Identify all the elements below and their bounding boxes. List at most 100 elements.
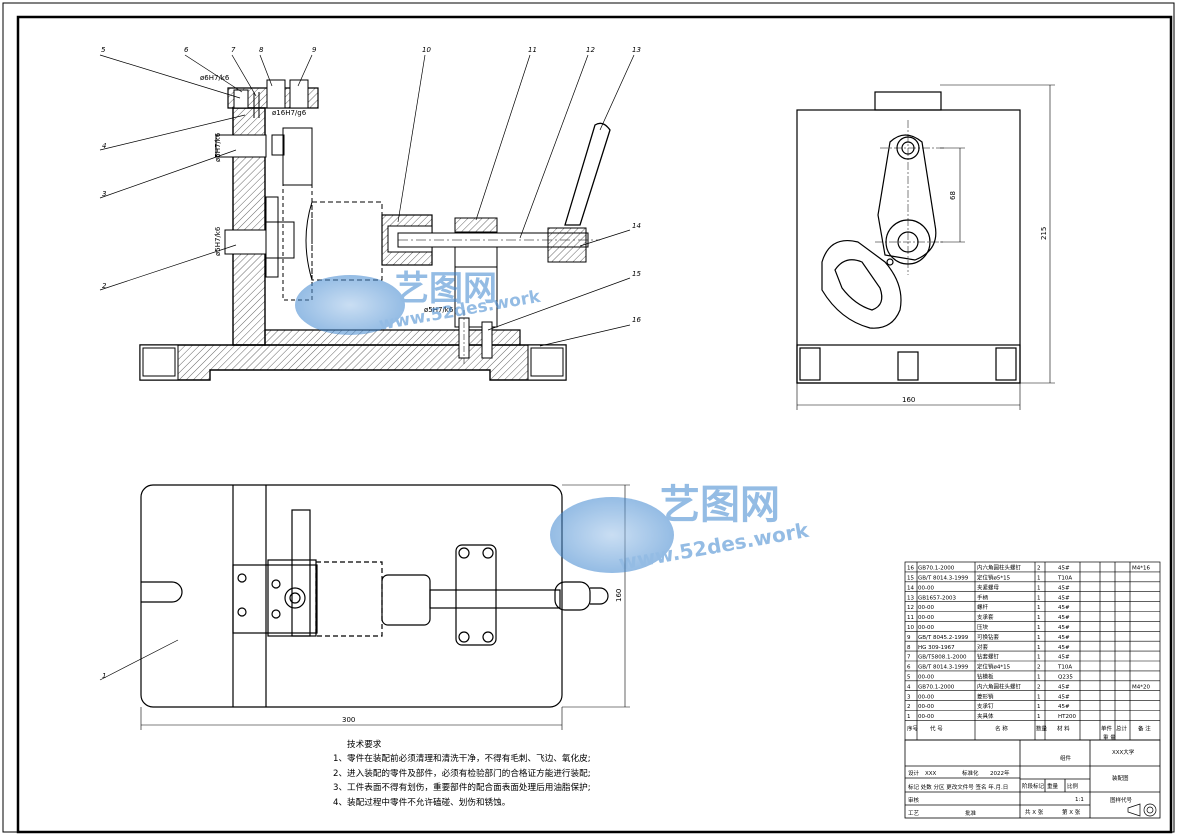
callout-5: 5	[101, 46, 106, 54]
bom-cell-no: 10	[907, 625, 914, 631]
bom-cell-name: 定位销ø4*15	[977, 663, 1011, 671]
front-section-view	[139, 79, 611, 381]
bom-cell-qty: 1	[1037, 595, 1041, 601]
bom-cell-code: GB1657-2003	[918, 595, 957, 601]
fit-annotations: ø6H7/k6 ø16H7/g6 ø5H7/k6 ø5H7/k6 ø5H7/k6	[200, 74, 454, 314]
bom-header-no: 序号	[907, 724, 919, 732]
tb-process: 工艺	[908, 810, 920, 817]
bom-cell-qty: 1	[1037, 675, 1041, 681]
bom-cell-no: 12	[907, 605, 914, 611]
bom-cell-mat: 45#	[1058, 694, 1070, 700]
callout-8: 8	[259, 46, 264, 54]
bom-cell-no: 9	[907, 635, 911, 641]
bom-header-mat: 材 料	[1057, 724, 1070, 732]
bom-cell-name: 夹具体	[977, 712, 994, 720]
bom-cell-no: 14	[907, 585, 914, 591]
bom-header-code: 代 号	[930, 724, 943, 732]
bom-cell-qty: 1	[1037, 576, 1041, 582]
side-dimensions: 68 215 160	[902, 191, 1048, 404]
bom-cell-no: 11	[907, 615, 914, 621]
bom-cell-no: 5	[907, 675, 911, 681]
bom-cell-code: 00-00	[918, 704, 934, 710]
bom-header-weight: 重 量	[1103, 733, 1116, 741]
callout-6: 6	[184, 46, 189, 54]
tb-std-date: 2022年	[990, 769, 1010, 777]
tb-school: XXX大学	[1112, 748, 1135, 756]
bom-header-note: 备 注	[1138, 724, 1151, 732]
tb-stage: 阶段标记	[1022, 782, 1045, 790]
plan-dimensions: 300 160	[342, 589, 623, 724]
bom-cell-mat: 45#	[1058, 704, 1070, 710]
callout-numbers: 5 4 3 2 1 6 7 8 9 10 11 12 13 14 15 16	[101, 46, 641, 680]
bom-cell-no: 15	[907, 576, 914, 582]
bom-cell-mat: 45#	[1058, 566, 1070, 572]
technical-requirements: 技术要求 1、零件在装配前必须清理和清洗干净，不得有毛刺、飞边、氧化皮; 2、进…	[333, 738, 663, 810]
callout-3: 3	[102, 190, 106, 198]
bom-cell-code: GB70.1-2000	[918, 566, 955, 572]
bom-cell-name: 菱形销	[977, 692, 994, 700]
bom-cell-mat: 45#	[1058, 684, 1070, 690]
side-view	[796, 91, 1021, 384]
tb-weight: 重量	[1047, 782, 1059, 790]
watermark-brand: 艺图网	[395, 269, 497, 309]
note-item-4: 4、装配过程中零件不允许磕碰、划伤和锈蚀。	[333, 797, 511, 808]
bom-cell-name: 可换钻套	[977, 633, 1000, 641]
projection-symbol-icon	[1127, 803, 1157, 817]
bom-cell-mat: 45#	[1058, 645, 1070, 651]
bom-cell-qty: 1	[1037, 605, 1041, 611]
fit-3: ø5H7/k6	[214, 132, 222, 162]
watermark-2: 艺图网 www.52des.work	[550, 482, 811, 575]
fit-15: ø5H7/k6	[424, 306, 454, 314]
callout-9: 9	[312, 46, 317, 54]
bom-cell-name: 支承钉	[977, 702, 994, 710]
bom-cell-mat: 45#	[1058, 655, 1070, 661]
bom-cell-name: 螺杆	[977, 603, 989, 611]
inner-frame	[16, 15, 1173, 834]
bom-cell-name: 压块	[977, 623, 989, 631]
fit-9: ø16H7/g6	[272, 109, 307, 117]
bom-cell-code: 00-00	[918, 714, 934, 720]
note-item-2: 2、进入装配的零件及部件，必须有检验部门的合格证方能进行装配;	[333, 768, 591, 779]
plan-view	[140, 484, 609, 708]
bom-cell-name: 对套	[977, 643, 989, 651]
bom-cell-no: 6	[907, 665, 911, 671]
tb-scale-val: 1:1	[1075, 797, 1084, 803]
bom-cell-code: GB/T 8014.3-1999	[918, 665, 969, 671]
tb-designer-label: 设计	[908, 769, 920, 777]
side-dimension-lines	[796, 84, 1055, 410]
title-block-text: 组件 XXX大学 装配图 设计 XXX 标准化 2022年 标记 处数 分区 更…	[908, 748, 1135, 817]
callout-14: 14	[632, 222, 641, 230]
bom-cell-qty: 1	[1037, 704, 1041, 710]
bom-cell-name: 定位销ø5*15	[977, 574, 1011, 582]
callout-4: 4	[102, 142, 106, 150]
note-item-1: 1、零件在装配前必须清理和清洗干净，不得有毛刺、飞边、氧化皮;	[333, 754, 591, 765]
bom-header-name: 名 称	[995, 724, 1008, 732]
watermark-globe-icon-2	[550, 497, 674, 573]
callout-7: 7	[231, 46, 236, 54]
fit-6: ø6H7/k6	[200, 74, 230, 82]
bom-cell-code: 00-00	[918, 605, 934, 611]
bom-cell-mat: HT200	[1058, 714, 1076, 720]
bom-cell-name: 夹紧螺母	[977, 583, 1000, 591]
bom-cell-mat: T10A	[1057, 576, 1072, 582]
tb-sheets: 共 X 张	[1025, 808, 1044, 816]
bom-cell-code: 00-00	[918, 694, 934, 700]
bom-cell-qty: 1	[1037, 645, 1041, 651]
tb-std-label: 标准化	[962, 769, 979, 777]
bom-cell-mat: 45#	[1058, 585, 1070, 591]
bom-header-total: 总计	[1116, 724, 1128, 732]
bom-cell-name: 钻套螺钉	[977, 653, 1000, 661]
bom-cell-qty: 1	[1037, 585, 1041, 591]
callout-2: 2	[102, 282, 107, 290]
bom-cell-no: 1	[907, 714, 911, 720]
dim-300: 300	[342, 716, 355, 724]
bom-cell-note: M4*16	[1132, 566, 1150, 572]
callout-12: 12	[586, 46, 595, 54]
bom-cell-qty: 1	[1037, 615, 1041, 621]
callout-leaders	[99, 54, 635, 681]
bom-cell-qty: 1	[1037, 625, 1041, 631]
bom-cell-code: 00-00	[918, 615, 934, 621]
dim-215: 215	[1040, 227, 1048, 240]
